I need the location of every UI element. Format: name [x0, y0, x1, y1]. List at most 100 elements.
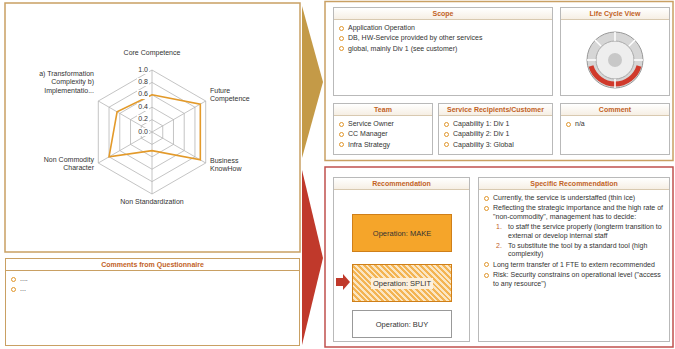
- bullet-item: ....: [11, 275, 294, 283]
- bullet-item: Infra Strategy: [339, 141, 427, 149]
- item-text: Capability 3: Global: [453, 141, 514, 149]
- comments-panel: Comments from Questionnaire.......: [5, 258, 300, 346]
- numbered-item: 2.To substitute the tool by a standard t…: [496, 242, 664, 259]
- data-series: [109, 95, 200, 160]
- grid-spoke: [152, 101, 206, 132]
- box-title: Life Cycle View: [561, 8, 669, 20]
- bullet-item: CC Manager: [339, 130, 427, 138]
- bullet-item: Capability 3: Global: [444, 141, 547, 149]
- life-cycle-hub: [608, 53, 622, 67]
- lifecycle-box: Life Cycle View: [560, 7, 670, 96]
- life-cycle-icon: [587, 32, 643, 88]
- box-title: Specific Recommendation: [479, 178, 669, 190]
- bullet: [484, 206, 489, 211]
- recommendation-region: [325, 167, 673, 347]
- grid-spoke: [152, 70, 153, 132]
- bullet-item: Currently, the service is understaffed (…: [484, 194, 664, 202]
- item-text: Risk: Security constrains on operational…: [493, 271, 664, 288]
- item-text: Capability 1: Div 1: [453, 120, 509, 128]
- bullet-item: global, mainly Div 1 (see customer): [339, 45, 547, 53]
- option-box: Operation: MAKE: [352, 214, 452, 252]
- axis-label: Core Competence: [122, 49, 182, 57]
- box-body: n/a: [561, 116, 669, 132]
- item-text: Service Owner: [348, 120, 394, 128]
- bullet-item: ...: [11, 285, 294, 293]
- bullet: [339, 26, 344, 31]
- selection-arrow: [336, 274, 350, 290]
- bullet: [339, 46, 344, 51]
- bullet-item: Application Operation: [339, 24, 547, 32]
- axis-label: Business KnowHow: [210, 157, 262, 174]
- item-number: 1.: [496, 223, 508, 231]
- tick-label: 0.6: [137, 90, 149, 98]
- comment-box: Comment n/a: [560, 103, 670, 155]
- item-text: to staff the service properly (longterm …: [508, 223, 664, 240]
- grid-spoke: [98, 132, 152, 163]
- item-text: Application Operation: [348, 24, 415, 32]
- bullet-item: Capability 1: Div 1: [444, 120, 547, 128]
- box-body: Currently, the service is understaffed (…: [479, 190, 669, 292]
- bullet-item: n/a: [566, 120, 664, 128]
- item-text: Currently, the service is understaffed (…: [493, 194, 635, 202]
- bullet-item: Long term transfer of 1 FTE to extern re…: [484, 261, 664, 269]
- bullet-item: Reflecting the strategic importance and …: [484, 204, 664, 221]
- box-title: Service Recipients/Customer: [439, 104, 552, 116]
- box-title: Comment: [561, 104, 669, 116]
- bullet: [484, 262, 489, 267]
- bullet: [566, 122, 571, 127]
- box-title: Comments from Questionnaire: [6, 259, 299, 271]
- bullet: [11, 287, 16, 292]
- item-text: Capability 2: Div 1: [453, 130, 509, 138]
- bullet: [339, 122, 344, 127]
- option-label: Operation: MAKE: [373, 229, 431, 238]
- item-text: DB, HW-Service provided by other service…: [348, 34, 482, 42]
- bullet: [484, 196, 489, 201]
- overview-region: [325, 2, 673, 161]
- recommendation-box: RecommendationOperation: MAKEOperation: …: [333, 177, 470, 342]
- item-text: To substitute the tool by a standard too…: [508, 242, 664, 259]
- option-label: Operation: SPLIT: [371, 278, 433, 289]
- bullet: [444, 142, 449, 147]
- axis-label: a) Transformation Complexity b) Implemen…: [28, 70, 94, 95]
- option-label: Operation: BUY: [376, 320, 429, 329]
- box-body: Capability 1: Div 1 Capability 2: Div 1 Ca…: [439, 116, 552, 153]
- tick-label: 0.8: [137, 78, 149, 86]
- tick-label: 0.0: [137, 128, 149, 136]
- item-text: Infra Strategy: [348, 141, 390, 149]
- item-text: n/a: [575, 120, 585, 128]
- radar-chart: [98, 70, 205, 194]
- bullet-item: Service Owner: [339, 120, 427, 128]
- bullet-item: DB, HW-Service provided by other service…: [339, 34, 547, 42]
- item-text: global, mainly Div 1 (see customer): [348, 45, 457, 53]
- bullet: [484, 273, 489, 278]
- bullet: [339, 142, 344, 147]
- axis-label: Future Competence: [210, 87, 262, 104]
- specific-recommendation-box: Specific RecommendationCurrently, the se…: [478, 177, 670, 342]
- box-title: Scope: [334, 8, 552, 20]
- axis-label: Non Standardization: [117, 198, 187, 206]
- box-title: Team: [334, 104, 432, 116]
- customer-box: Service Recipients/CustomerCapability 1:…: [438, 103, 553, 155]
- box-body: Application OperationDB, HW-Service prov…: [334, 20, 552, 57]
- tick-label: 1.0: [137, 66, 149, 74]
- bullet: [339, 132, 344, 137]
- grid-ring: [98, 70, 205, 194]
- bullet: [444, 132, 449, 137]
- pointer-wedge: [302, 6, 323, 158]
- item-text: Reflecting the strategic importance and …: [493, 204, 664, 221]
- numbered-item: 1.to staff the service properly (longter…: [496, 223, 664, 240]
- grid-spoke: [152, 132, 153, 194]
- option-box: Operation: SPLIT: [352, 264, 452, 302]
- chart-panel: [5, 3, 300, 252]
- scope-box: ScopeApplication OperationDB, HW-Service…: [333, 7, 553, 96]
- life-cycle-ticks: [587, 32, 643, 88]
- option-box: Operation: BUY: [352, 310, 452, 338]
- bullet: [339, 36, 344, 41]
- bullet-item: Capability 2: Div 1: [444, 130, 547, 138]
- box-body: .......: [6, 271, 299, 298]
- bullet: [11, 277, 16, 282]
- item-text: ....: [20, 275, 28, 283]
- life-cycle-core: [596, 41, 634, 79]
- bullet: [444, 122, 449, 127]
